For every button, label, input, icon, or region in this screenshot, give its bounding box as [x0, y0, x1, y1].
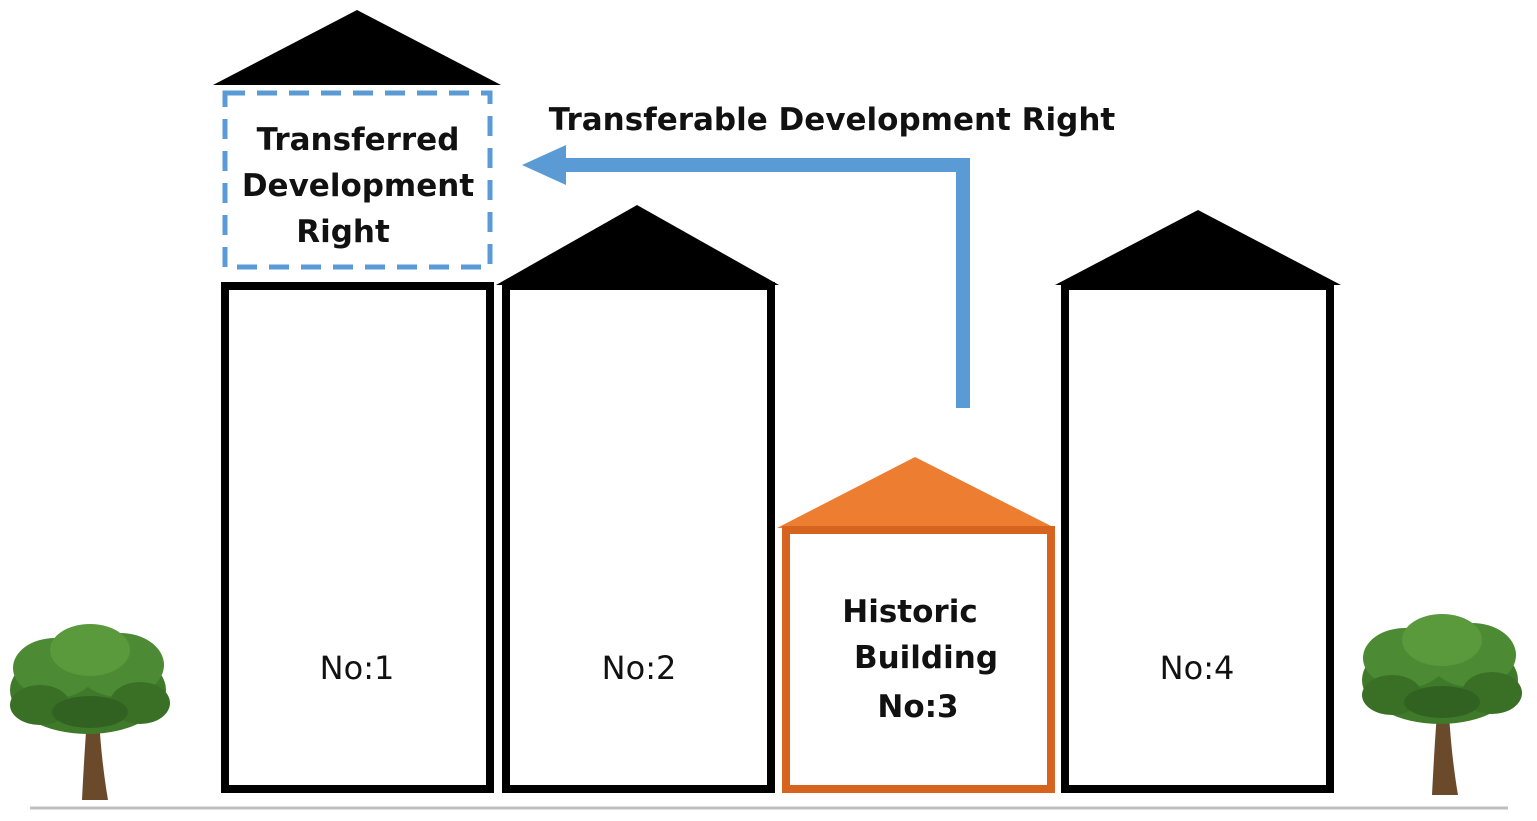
- building-2: No:2: [496, 205, 779, 793]
- transferred-line-2: Development: [242, 168, 474, 204]
- building-2-roof: [496, 205, 779, 285]
- historic-line-2: Building: [854, 640, 998, 676]
- tree-left-icon: [10, 624, 170, 800]
- transferred-line-3: Right: [296, 214, 390, 250]
- building-3-historic: Historic Building No:3: [777, 457, 1055, 793]
- transferred-line-1: Transferred: [257, 122, 460, 158]
- building-3-body: [782, 526, 1055, 793]
- building-4-roof: [1055, 210, 1341, 285]
- building-1-label: No:1: [320, 649, 395, 687]
- building-3-roof: [777, 457, 1055, 528]
- transfer-arrow: Transferable Development Right: [522, 102, 1115, 408]
- building-4-body: [1061, 282, 1334, 793]
- transfer-arrow-head: [522, 145, 566, 185]
- historic-line-1: Historic: [842, 594, 977, 630]
- building-4-label: No:4: [1160, 649, 1235, 687]
- transferred-right-box: [222, 90, 493, 270]
- building-3-label: No:3: [877, 689, 958, 725]
- building-1-roof: [213, 10, 501, 85]
- tree-right-icon: [1362, 614, 1522, 795]
- building-1: Transferred Development Right No:1: [213, 10, 501, 793]
- building-4: No:4: [1055, 210, 1341, 793]
- transfer-arrow-line: [560, 158, 970, 408]
- building-2-body: [502, 282, 775, 793]
- transfer-arrow-label: Transferable Development Right: [549, 102, 1116, 138]
- building-2-label: No:2: [602, 649, 677, 687]
- building-1-body: [221, 282, 494, 793]
